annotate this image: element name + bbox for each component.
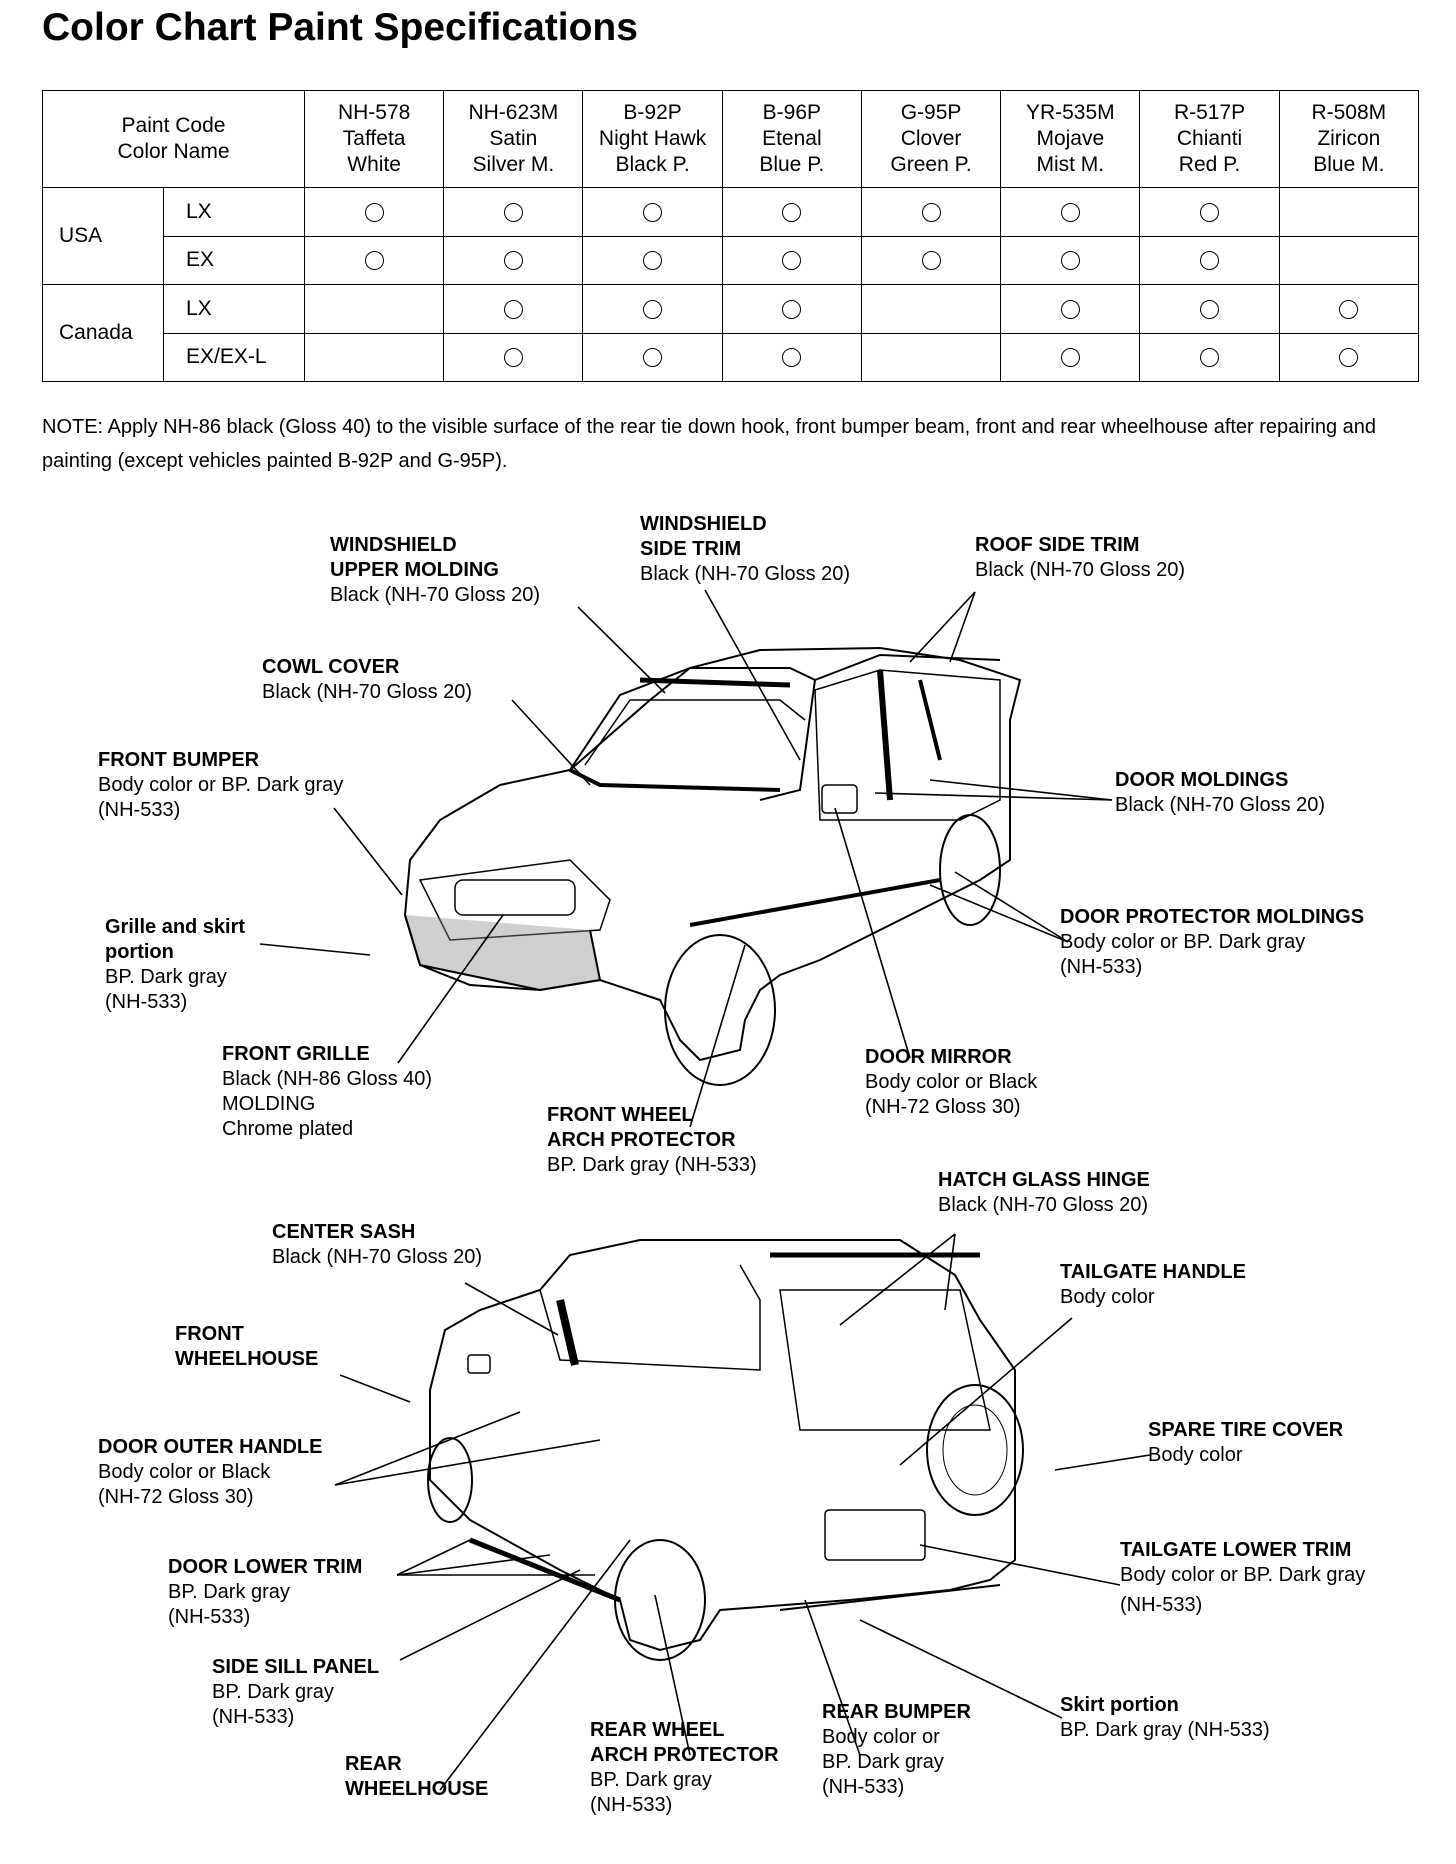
header-paint-code: Paint Code Color Name	[41, 90, 306, 188]
available-circle-icon	[643, 299, 663, 319]
trim-cell: EX/EX-L	[162, 332, 306, 382]
available-circle-icon	[1060, 348, 1080, 368]
page-title: Color Chart Paint Specifications	[42, 6, 638, 49]
availability-cell	[1278, 284, 1420, 334]
available-circle-icon	[782, 348, 802, 368]
availability-cell	[443, 284, 584, 334]
availability-cell	[443, 332, 584, 382]
available-circle-icon	[1200, 202, 1220, 222]
availability-cell	[582, 332, 723, 382]
availability-cell	[443, 187, 584, 237]
availability-cell	[1278, 235, 1420, 285]
rear-vehicle-drawing	[427, 1239, 1024, 1661]
available-circle-icon	[1060, 251, 1080, 271]
available-circle-icon	[782, 202, 802, 222]
available-circle-icon	[1200, 251, 1220, 271]
availability-cell	[1139, 284, 1280, 334]
available-circle-icon	[1060, 202, 1080, 222]
availability-cell	[721, 187, 862, 237]
available-circle-icon	[782, 251, 802, 271]
trim-cell: LX	[162, 284, 306, 334]
availability-cell	[1139, 332, 1280, 382]
available-circle-icon	[503, 299, 523, 319]
available-circle-icon	[1339, 348, 1359, 368]
header-label-color-name: Color Name	[117, 140, 230, 163]
leader-lines	[259, 589, 1151, 1791]
availability-cell	[1139, 187, 1280, 237]
header-label-paint-code: Paint Code	[121, 113, 226, 137]
availability-cell	[1000, 332, 1141, 382]
available-circle-icon	[782, 299, 802, 319]
availability-cell	[860, 284, 1002, 334]
availability-cell	[1278, 332, 1420, 382]
available-circle-icon	[643, 348, 663, 368]
available-circle-icon	[364, 202, 384, 222]
market-cell: Canada	[42, 284, 164, 382]
availability-cell	[721, 332, 862, 382]
available-circle-icon	[921, 251, 941, 271]
available-circle-icon	[503, 348, 523, 368]
availability-cell	[304, 332, 445, 382]
table-row: EX/EX-L	[43, 332, 1420, 382]
available-circle-icon	[364, 251, 384, 271]
table-row: Canada LX	[42, 284, 1420, 382]
availability-cell	[1000, 284, 1141, 334]
note-text: NOTE: Apply NH-86 black (Gloss 40) to th…	[42, 416, 1377, 472]
availability-cell	[860, 187, 1002, 237]
market-cell: USA	[42, 187, 164, 285]
available-circle-icon	[1060, 299, 1080, 319]
available-circle-icon	[1200, 348, 1220, 368]
availability-cell	[1000, 235, 1141, 285]
availability-cell	[860, 332, 1002, 382]
available-circle-icon	[503, 202, 523, 222]
front-vehicle-drawing	[403, 646, 1022, 1086]
available-circle-icon	[921, 202, 941, 222]
available-circle-icon	[503, 251, 523, 271]
availability-cell	[582, 235, 723, 285]
available-circle-icon	[643, 251, 663, 271]
availability-cell	[304, 284, 445, 334]
available-circle-icon	[1200, 299, 1220, 319]
available-circle-icon	[643, 202, 663, 222]
available-circle-icon	[1339, 299, 1359, 319]
